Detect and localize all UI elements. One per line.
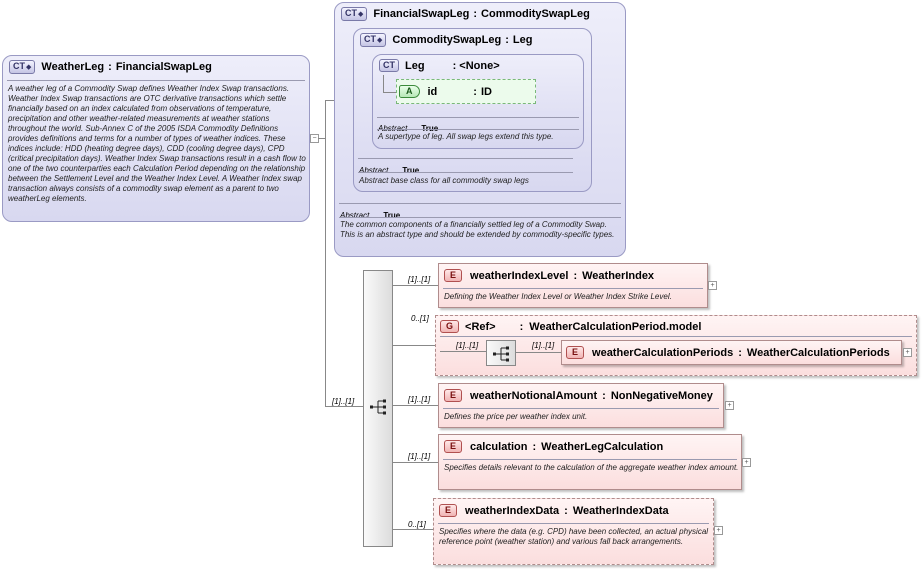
financialswapleg-description: The common components of a financially s…: [340, 220, 615, 239]
expand-toggle[interactable]: +: [714, 526, 723, 535]
element-icon: E: [444, 440, 463, 453]
leg-title: Leg: <None>: [405, 59, 500, 72]
group-icon: G: [440, 320, 460, 333]
sequence-icon: [370, 399, 386, 415]
trunk-line: [325, 100, 326, 407]
element-cardinality: 0..[1]: [408, 520, 426, 529]
attribute-type: ID: [480, 85, 492, 98]
complex-type-icon: CT: [360, 33, 387, 47]
element-cardinality: [1]..[1]: [408, 452, 431, 461]
element-description: Specifies details relevant to the calcul…: [444, 463, 739, 472]
element-icon: E: [566, 346, 585, 359]
element-icon: E: [444, 389, 463, 402]
sequence-cardinality: [1]..[1]: [332, 397, 355, 406]
group-ref: <Ref>: [465, 320, 496, 333]
group-sequence-compositor[interactable]: [486, 340, 516, 366]
group-inner-cardinality: [1]..[1]: [456, 341, 479, 350]
commodityswapleg-description: Abstract base class for all commodity sw…: [359, 176, 529, 185]
sequence-link: [325, 406, 363, 407]
element-type: WeatherCalculationPeriods: [746, 346, 890, 359]
element-description: Defines the price per weather index unit…: [444, 412, 588, 421]
element-weatherindexdata[interactable]: E weatherIndexData:WeatherIndexData Spec…: [433, 498, 714, 565]
element-icon: E: [444, 269, 463, 282]
element-type: WeatherIndex: [582, 269, 655, 282]
weatherleg-type-box[interactable]: CT WeatherLeg:FinancialSwapLeg A weather…: [2, 55, 310, 222]
element-icon: E: [439, 504, 458, 517]
element-type: WeatherIndexData: [572, 504, 669, 517]
element-name: weatherIndexLevel: [470, 269, 569, 282]
element-description: Specifies where the data (e.g. CPD) have…: [439, 527, 709, 546]
element-name: weatherIndexData: [465, 504, 560, 517]
element-cardinality: [1]..[1]: [408, 395, 431, 404]
element-name: calculation: [470, 440, 528, 453]
element-type: NonNegativeMoney: [610, 389, 713, 402]
expand-toggle[interactable]: +: [903, 348, 912, 357]
element-cardinality: [1]..[1]: [408, 275, 431, 284]
commodityswapleg-title: CommoditySwapLeg:Leg: [392, 34, 533, 46]
group-cardinality: 0..[1]: [411, 314, 429, 323]
element-weathercalculationperiods[interactable]: E weatherCalculationPeriods:WeatherCalcu…: [561, 340, 902, 365]
element-calculation[interactable]: E calculation:WeatherLegCalculation Spec…: [438, 434, 742, 490]
expand-toggle[interactable]: +: [725, 401, 734, 410]
financialswapleg-title: FinancialSwapLeg:CommoditySwapLeg: [373, 8, 590, 20]
element-weathernotionalamount[interactable]: E weatherNotionalAmount:NonNegativeMoney…: [438, 383, 724, 428]
sequence-icon: [493, 346, 509, 362]
complex-type-icon: CT: [379, 59, 399, 72]
element-description: Defining the Weather Index Level or Weat…: [444, 292, 672, 301]
attribute-id[interactable]: A id : ID: [396, 79, 536, 104]
weatherleg-title: WeatherLeg:FinancialSwapLeg: [41, 61, 212, 73]
weatherleg-description: A weather leg of a Commodity Swap define…: [8, 84, 306, 203]
complex-type-icon: CT: [9, 60, 36, 74]
expand-toggle[interactable]: +: [708, 281, 717, 290]
complex-type-icon: CT: [341, 7, 368, 21]
element-type: WeatherLegCalculation: [541, 440, 664, 453]
expand-toggle[interactable]: +: [742, 458, 751, 467]
element-name: weatherNotionalAmount: [470, 389, 598, 402]
leg-description: A supertype of leg. All swap legs extend…: [378, 132, 554, 141]
attribute-name: id: [427, 85, 438, 98]
inheritance-line: [318, 138, 326, 139]
element-cardinality: [1]..[1]: [532, 341, 555, 350]
group-name: WeatherCalculationPeriod.model: [529, 320, 702, 333]
element-name: weatherCalculationPeriods: [592, 346, 734, 359]
attribute-icon: A: [399, 85, 420, 98]
element-weatherindexlevel[interactable]: E weatherIndexLevel:WeatherIndex Definin…: [438, 263, 708, 308]
